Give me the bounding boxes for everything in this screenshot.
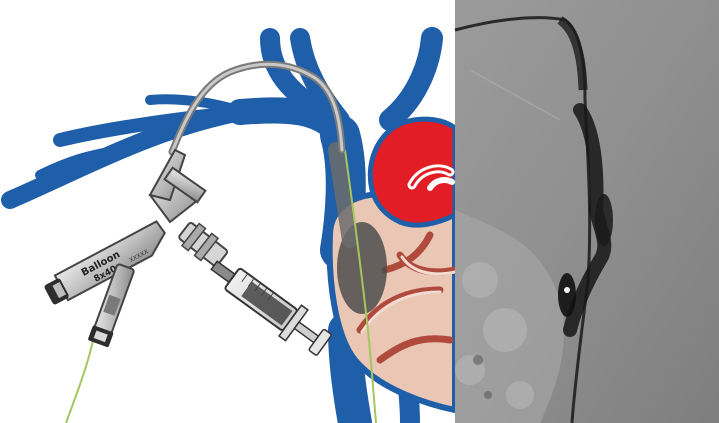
syringe xyxy=(203,250,335,361)
vein-right-upper xyxy=(390,38,432,120)
xray-panel xyxy=(455,0,719,423)
diagram-panel: Balloon 8x40 XXXXX xyxy=(10,38,455,423)
